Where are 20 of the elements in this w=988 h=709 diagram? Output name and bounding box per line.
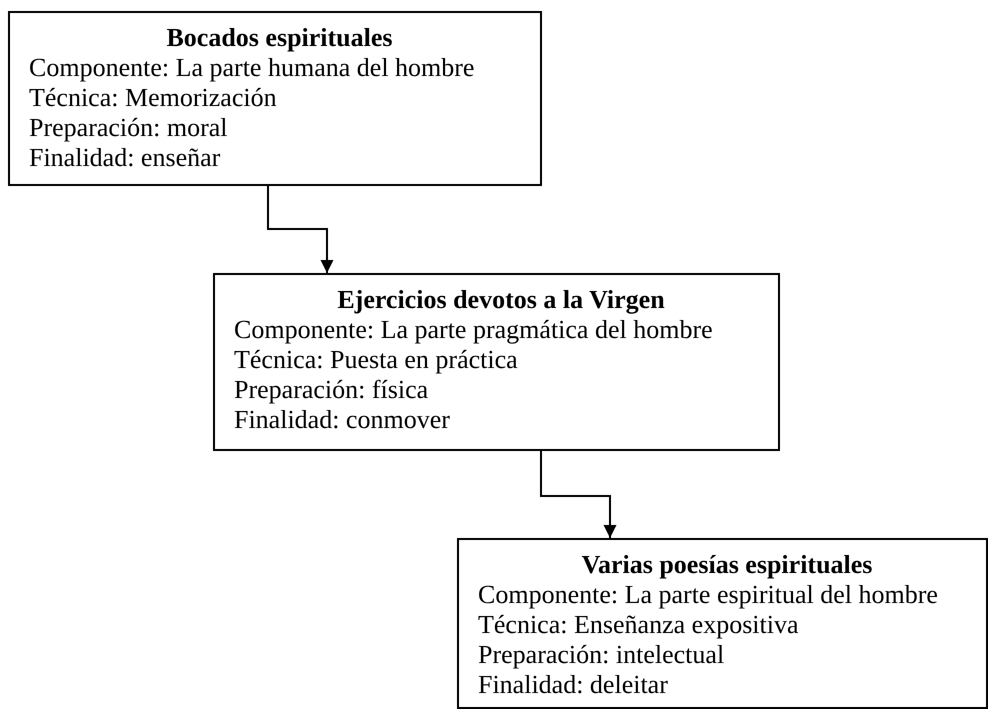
box-text-line: Finalidad: deleitar [478, 670, 669, 700]
arrow [267, 186, 334, 273]
box-text-line: Técnica: Enseñanza expositiva [478, 610, 800, 640]
arrow [540, 451, 616, 538]
box-text-line: Finalidad: enseñar [29, 143, 222, 173]
box-text-line: Técnica: Memorización [29, 83, 278, 113]
box-text-line: Preparación: moral [29, 113, 229, 143]
box-text-line: Componente: La parte espiritual del hombre [478, 580, 939, 610]
box-text-line: Preparación: física [234, 375, 430, 405]
text-box [457, 538, 988, 709]
box-text-line: Componente: La parte humana del hombre [29, 53, 476, 83]
box-heading: Ejercicios devotos a la Virgen [336, 285, 666, 315]
box-text-line: Preparación: intelectual [478, 640, 726, 670]
box-heading: Bocados espirituales [165, 23, 394, 53]
box-text-line: Técnica: Puesta en práctica [234, 345, 519, 375]
box-text-line: Finalidad: conmover [234, 405, 451, 435]
text-box [213, 273, 780, 451]
box-text-line: Componente: La parte pragmática del hombre [234, 315, 714, 345]
box-heading: Varias poesías espirituales [580, 550, 874, 580]
text-box [8, 11, 542, 186]
